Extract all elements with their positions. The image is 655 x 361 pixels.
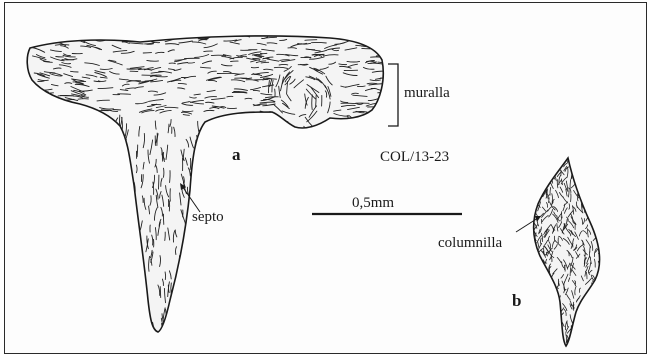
specimen-id: COL/13-23 xyxy=(380,150,449,165)
label-a: a xyxy=(232,146,241,163)
label-columnilla: columnilla xyxy=(438,236,502,251)
muralla-bracket xyxy=(388,64,398,126)
scale-bar-label: 0,5mm xyxy=(352,196,394,211)
label-muralla: muralla xyxy=(404,86,450,101)
label-septo: septo xyxy=(192,210,224,225)
label-b: b xyxy=(512,292,521,309)
